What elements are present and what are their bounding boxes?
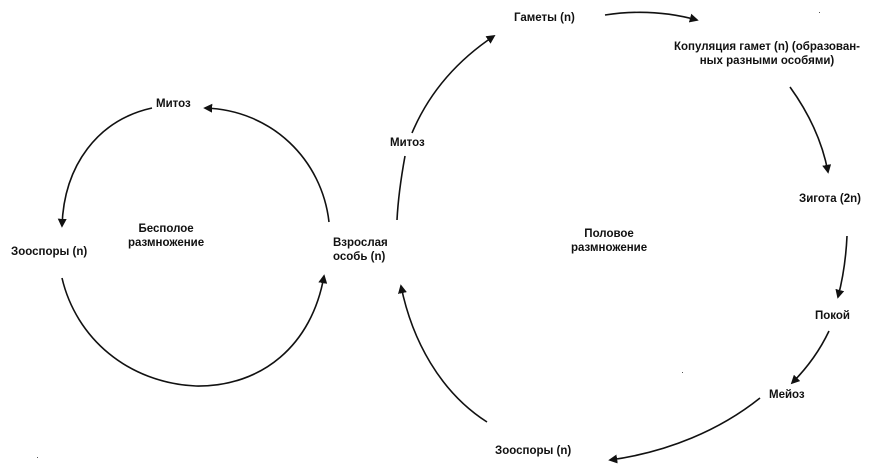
sexual-title-line2: размножение (571, 242, 648, 254)
sexual-reproduction-title: Половое размножение (571, 227, 647, 255)
sexual-title-line1: Половое (584, 228, 634, 240)
sexual-zoospores-label: Зооспоры (n) (495, 445, 572, 457)
arrow-meiosis-to-zoospores (608, 397, 761, 464)
arrow-adult-to-mitosis-sexual (396, 155, 406, 221)
adult-line2: особь (n) (333, 251, 386, 263)
arrow-zygote-to-dormancy (835, 235, 848, 299)
copulation-label: Копуляция гамет (n) (образован- ных разн… (674, 40, 860, 68)
arrow-copulation-to-zygote (789, 86, 832, 174)
dormancy-label: Покой (815, 310, 850, 322)
scan-speck (682, 372, 683, 373)
asexual-title-line1: Бесполое (138, 223, 194, 235)
arrow-dormancy-to-meiosis (790, 330, 830, 385)
zygote-label: Зигота (2n) (799, 193, 861, 205)
asexual-title-line2: размножение (128, 237, 205, 249)
gametes-label: Гаметы (n) (514, 12, 575, 24)
arrow-zoospores-to-adult-sexual (398, 284, 488, 423)
arrow-adult-to-mitosis-asexual (203, 103, 330, 223)
scan-speck (37, 457, 38, 458)
asexual-zoospores-label: Зооспоры (n) (11, 246, 88, 258)
sexual-mitosis-label: Митоз (390, 137, 425, 149)
arrow-gametes-to-copulation (604, 11, 699, 23)
adult-line1: Взрослая (333, 237, 388, 249)
copulation-line2: ных разными особями) (699, 55, 835, 67)
meiosis-label: Мейоз (769, 389, 805, 401)
asexual-mitosis-label: Митоз (156, 98, 191, 110)
copulation-line1: Копуляция гамет (n) (образован- (674, 41, 860, 53)
asexual-reproduction-title: Бесполое размножение (128, 222, 204, 250)
arrow-zoospores-to-adult-asexual (61, 274, 328, 387)
arrow-mitosis-to-gametes (411, 35, 496, 134)
arrow-mitosis-to-zoospores-asexual (57, 107, 153, 228)
adult-organism-label: Взрослая особь (n) (333, 236, 388, 264)
scan-speck (819, 12, 820, 13)
